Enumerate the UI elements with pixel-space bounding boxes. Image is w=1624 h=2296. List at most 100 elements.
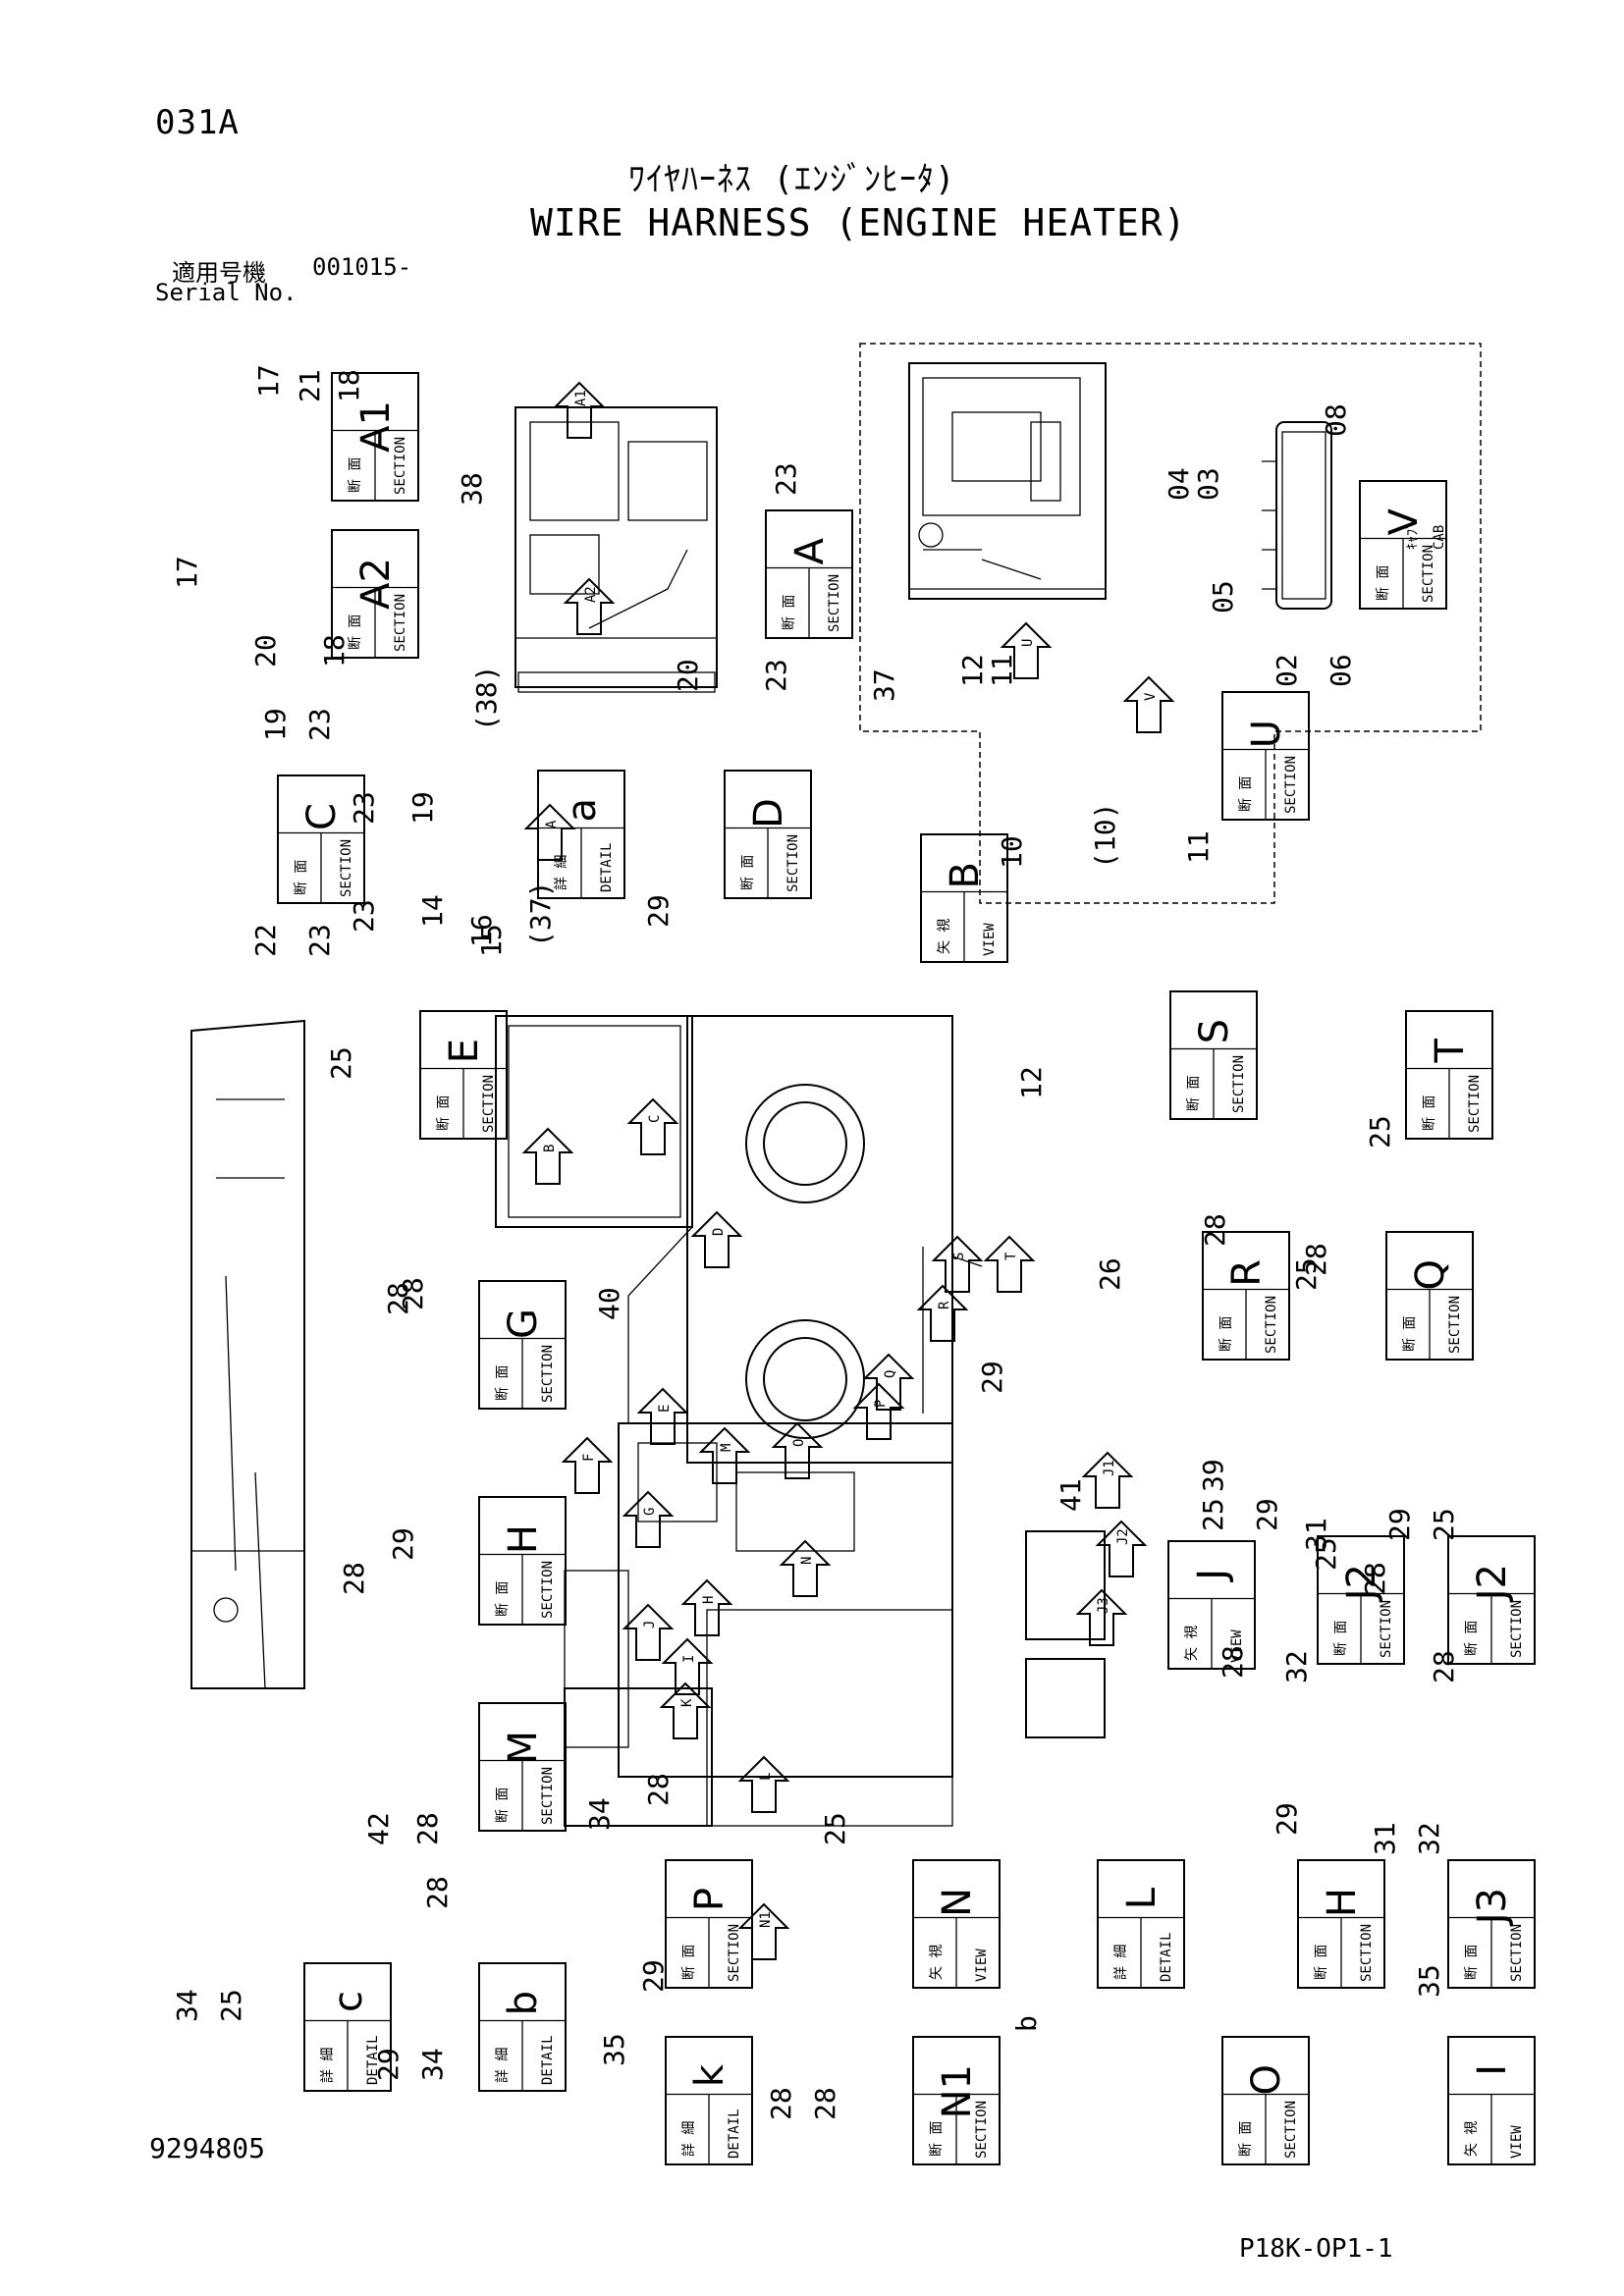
view-arrow-j: J xyxy=(622,1603,675,1661)
part-number-label: 23 xyxy=(760,659,792,692)
part-number-label: 23 xyxy=(303,924,336,957)
callout-letter: O xyxy=(1244,2064,1289,2095)
arrow-letter: N1 xyxy=(758,1911,774,1928)
document-number: 9294805 xyxy=(149,2132,266,2164)
callout-letter: A xyxy=(787,537,833,564)
part-number-label: 28 xyxy=(1359,1562,1391,1595)
view-arrow-o: O xyxy=(771,1421,824,1479)
callout-kind-en: VIEW xyxy=(1229,1629,1245,1663)
arrow-letter: S xyxy=(951,1253,967,1260)
part-number-label: 38 xyxy=(456,472,488,506)
callout-kind-jp: 断 面 xyxy=(495,1581,511,1617)
arrow-shape xyxy=(862,1353,915,1411)
callout-kind-en: DETAIL xyxy=(1159,1932,1174,1982)
part-number-label: 28 xyxy=(1199,1213,1231,1247)
view-arrow-q: Q xyxy=(862,1353,915,1411)
arrow-letter: A1 xyxy=(573,390,589,406)
callout-kind-en: DETAIL xyxy=(365,2035,381,2085)
callout-letter: a xyxy=(560,798,605,823)
part-number-label: 25 xyxy=(1310,1537,1342,1571)
arrow-letter: M xyxy=(719,1444,734,1452)
arrow-letter: E xyxy=(657,1405,673,1413)
part-number-label: 10 xyxy=(996,835,1028,869)
callout-kind-en: VIEW xyxy=(1509,2125,1525,2159)
callout-kind-en: SECTION xyxy=(1467,1075,1483,1133)
part-number-label: 29 xyxy=(1383,1508,1416,1541)
view-arrow-k: K xyxy=(659,1682,712,1739)
callout-kind-jp: 詳 細 xyxy=(320,2048,336,2083)
part-number-label: 35 xyxy=(598,2033,630,2066)
view-arrow-d: D xyxy=(690,1210,743,1268)
part-number-label: 28 xyxy=(411,1812,444,1845)
part-number-label: 15 xyxy=(475,924,508,957)
arrow-shape xyxy=(698,1426,751,1484)
part-number-label: 02 xyxy=(1271,654,1303,687)
view-arrow-n1: N1 xyxy=(737,1902,790,1960)
part-number-label: 14 xyxy=(416,894,449,928)
callout-letter: R xyxy=(1224,1259,1270,1287)
connector-cluster-j xyxy=(1025,1530,1106,1738)
serial-value: 001015- xyxy=(312,253,412,281)
arrow-letter: R xyxy=(937,1301,952,1309)
view-arrow-a: A xyxy=(523,803,576,861)
arrow-shape xyxy=(737,1902,790,1960)
arrow-shape xyxy=(626,1097,679,1155)
part-number-label: 29 xyxy=(1271,1802,1303,1836)
page-code: 031A xyxy=(155,103,240,142)
arrow-shape xyxy=(1122,675,1175,733)
callout-kind-jp: 断 面 xyxy=(1186,1076,1202,1111)
view-arrow-b: B xyxy=(521,1127,574,1185)
callout-kind-en: VIEW xyxy=(974,1949,990,1982)
view-arrow-j3: J3 xyxy=(1075,1588,1128,1646)
view-arrow-j2: J2 xyxy=(1095,1520,1148,1577)
view-arrow-a1: A1 xyxy=(553,381,606,439)
callout-letter: T xyxy=(1428,1038,1473,1063)
callout-kind-jp: 矢 視 xyxy=(1184,1626,1200,1661)
callout-detail-c: c 詳 細 DETAIL xyxy=(303,1962,392,2092)
title-japanese: ﾜｲﾔﾊｰﾈｽ (ｴﾝｼﾞﾝﾋｰﾀ) xyxy=(628,160,956,199)
callout-kind-jp: 詳 細 xyxy=(681,2121,697,2157)
arrow-shape xyxy=(521,1127,574,1185)
callout-kind-jp: 断 面 xyxy=(1238,776,1254,812)
arrow-letter: H xyxy=(701,1596,717,1604)
part-number-label: 28 xyxy=(1300,1243,1332,1276)
callout-letter: S xyxy=(1192,1019,1237,1043)
callout-kind-en: SECTION xyxy=(393,437,408,495)
callout-kind-en: SECTION xyxy=(827,574,842,632)
view-arrow-s: S xyxy=(931,1235,984,1293)
callout-kind-en: SECTION xyxy=(1264,1296,1279,1354)
callout-letter: c xyxy=(326,1991,371,2012)
arrow-shape xyxy=(690,1210,743,1268)
arrow-shape xyxy=(771,1421,824,1479)
part-number-label: 25 xyxy=(1428,1508,1460,1541)
callout-letter: U xyxy=(1244,720,1289,748)
arrow-letter: P xyxy=(873,1400,889,1408)
arrow-shape xyxy=(1075,1588,1128,1646)
arrow-letter: I xyxy=(681,1655,697,1663)
part-number-label: 42 xyxy=(362,1812,395,1845)
part-number-label: 31 xyxy=(1300,1518,1332,1551)
part-number-label: 28 xyxy=(382,1282,414,1315)
callout-letter: J2 xyxy=(1470,1564,1515,1603)
callout-kind-en: SECTION xyxy=(1359,1924,1375,1982)
serial-label-jp: 適用号機 xyxy=(172,259,266,287)
callout-letter: H xyxy=(501,1524,546,1554)
callout-letter: C xyxy=(299,803,345,830)
part-number-label: 29 xyxy=(637,1959,670,1993)
view-arrow-c: C xyxy=(626,1097,679,1155)
part-number-label: 19 xyxy=(259,708,292,741)
arrow-letter: A2 xyxy=(583,586,599,603)
callout-letter: V xyxy=(1381,507,1427,535)
part-number-label: 41 xyxy=(1055,1478,1087,1512)
view-arrow-h: H xyxy=(680,1578,733,1636)
part-number-label: 28 xyxy=(1217,1645,1249,1679)
